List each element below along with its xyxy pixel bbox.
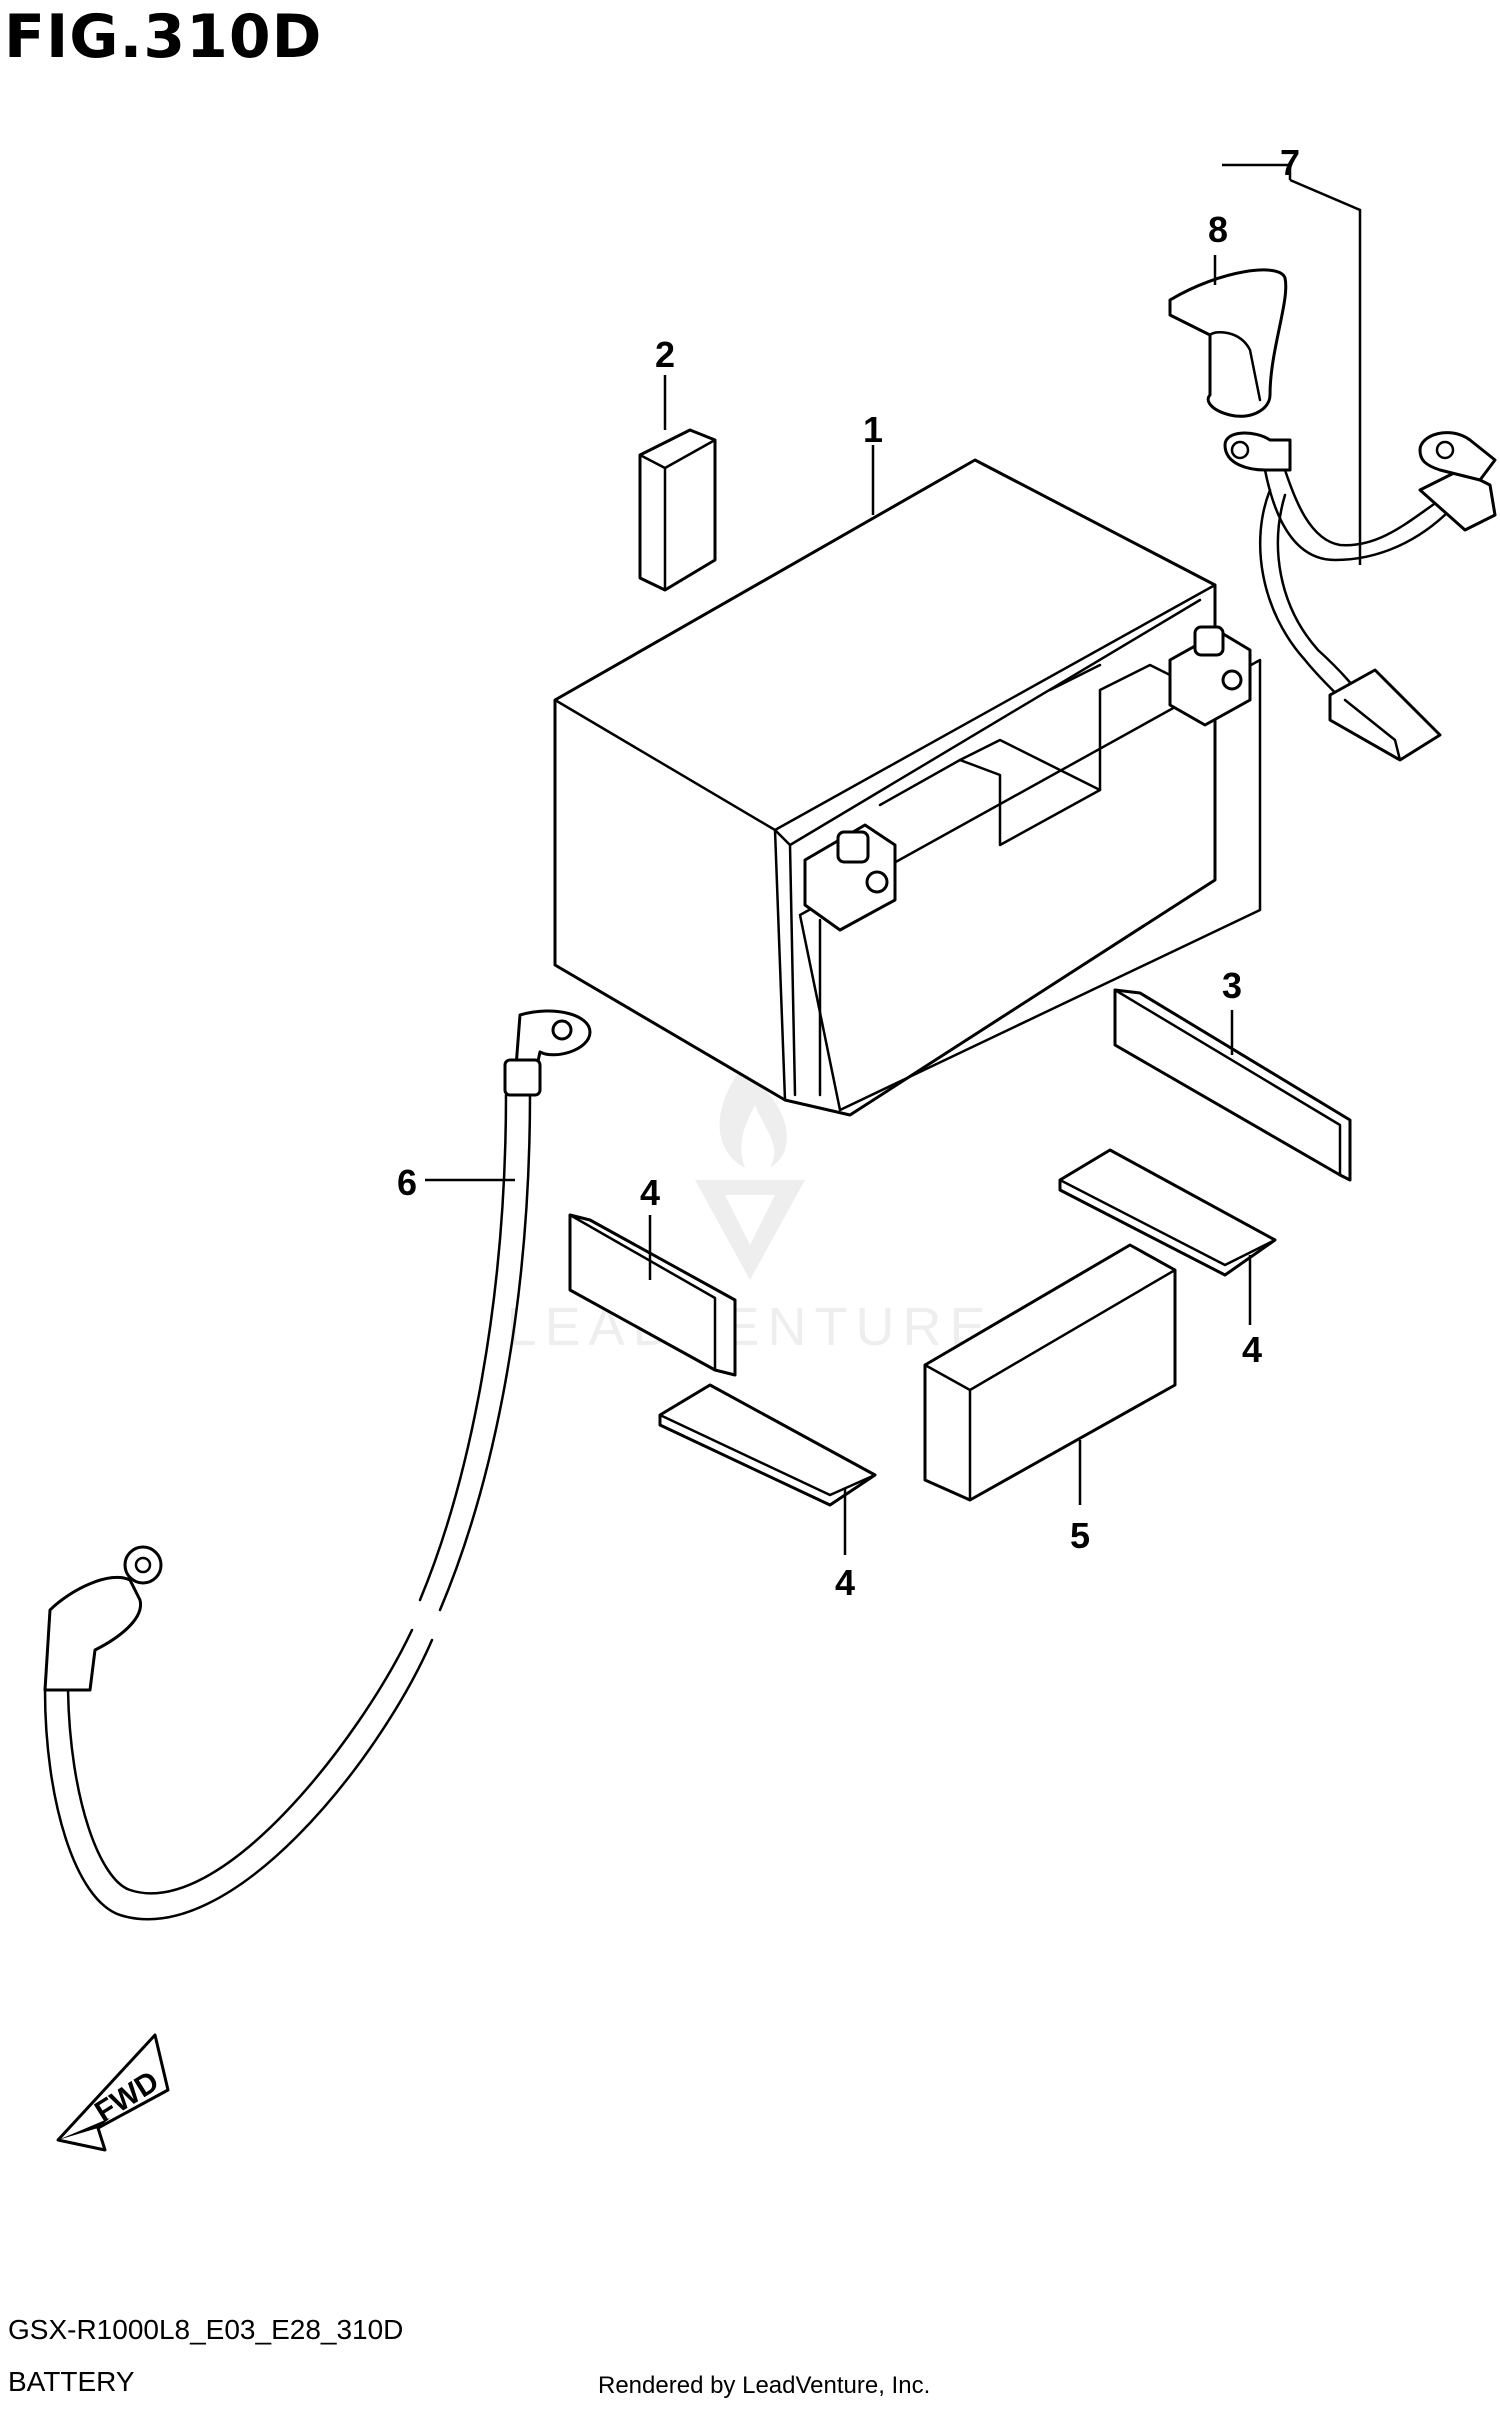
pad-part-4-left-strip [658,1383,877,1507]
pad-part-5 [923,1243,1177,1502]
battery-part [553,458,1262,1117]
forward-arrow: FWD [56,2033,170,2152]
callout-6: 6 [397,1162,417,1203]
callout-5: 5 [1070,1515,1090,1556]
watermark-text: LEADVENTURE [506,1297,993,1357]
callout-1: 1 [863,409,883,450]
negative-cable-part-6 [43,1009,592,1921]
watermark-logo: LEADVENTURE [506,1070,993,1357]
positive-cable-part-7 [1223,431,1497,762]
pad-part-3 [1113,988,1352,1182]
pad-part-4-left-block [568,1213,737,1377]
figure-title: FIG.310D [4,2,323,72]
callout-8: 8 [1208,209,1228,250]
terminal-cover-part-8 [1168,268,1288,418]
callout-7: 7 [1280,142,1300,183]
diagram-name: BATTERY [8,2366,135,2397]
render-credit: Rendered by LeadVenture, Inc. [598,2372,931,2399]
callout-3: 3 [1222,965,1242,1006]
callout-4-left: 4 [640,1172,660,1213]
callout-4-bottom: 4 [835,1562,855,1603]
callout-4-right: 4 [1242,1329,1262,1370]
pad-part-2 [638,428,717,592]
callout-2: 2 [655,334,675,375]
pad-part-4-right-strip [1058,1148,1277,1277]
leader-lines [425,163,1362,1555]
drawing-code: GSX-R1000L8_E03_E28_310D [8,2314,404,2345]
